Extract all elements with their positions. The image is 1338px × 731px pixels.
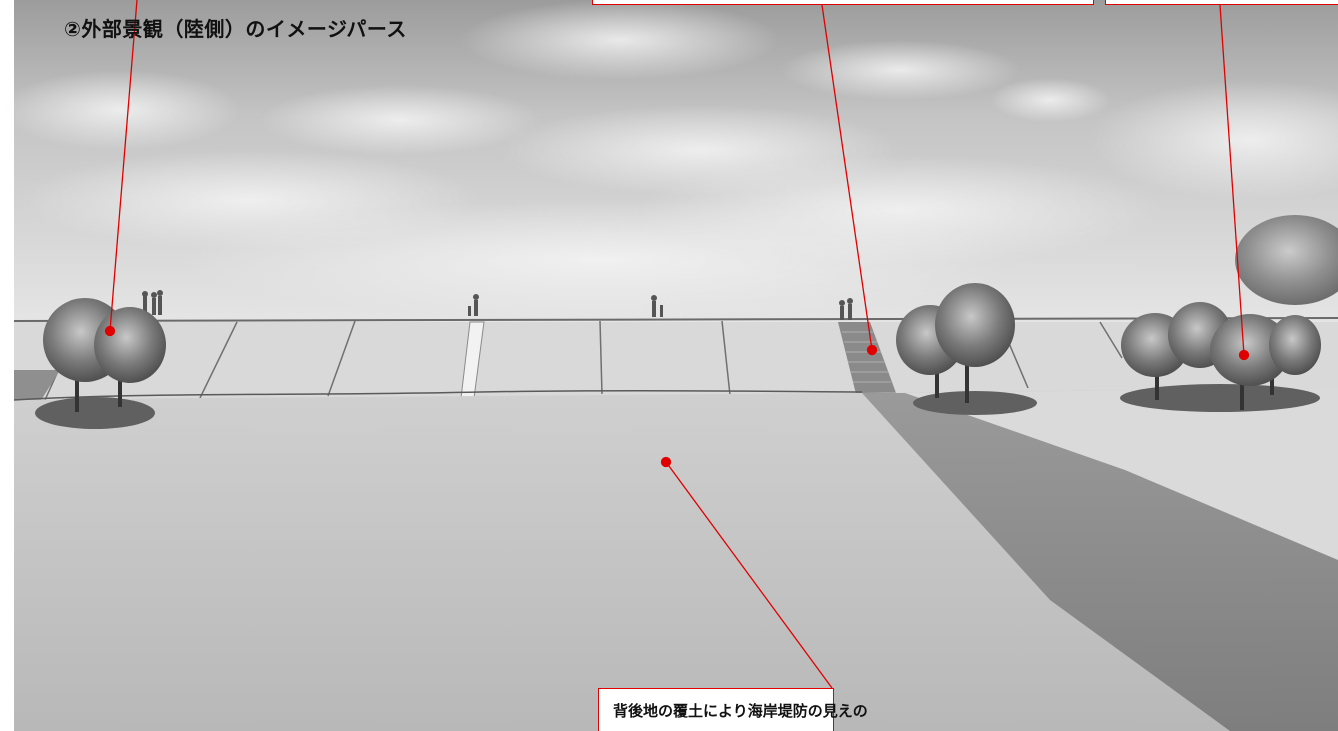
leader-dot-grass <box>660 456 672 468</box>
stair-steps <box>842 331 891 383</box>
grass-edge <box>13 389 863 401</box>
seawall-stairs <box>838 322 896 394</box>
clouds <box>0 0 1338 320</box>
left-ramp <box>14 370 60 402</box>
callout-text-bottom: 背後地の覆土により海岸堤防の見えの <box>613 702 868 720</box>
leader-lines <box>104 0 1250 689</box>
seawall-crest <box>13 317 1338 322</box>
callout-box-top-right <box>1105 0 1338 5</box>
people-figures <box>142 290 853 320</box>
leader-dot-right-trees <box>1238 349 1250 361</box>
tree-group-right <box>1120 215 1338 412</box>
footpath <box>862 393 1338 731</box>
leader-dot-stairs <box>866 344 878 356</box>
leader-dot-left-tree <box>104 325 116 337</box>
callout-box-top-center <box>592 0 1094 5</box>
tree-center-right <box>896 283 1037 415</box>
tree-left <box>35 298 166 429</box>
page-title: ②外部景観（陸側）のイメージパース <box>64 17 407 41</box>
callout-box-bottom: 背後地の覆土により海岸堤防の見えの <box>598 688 868 731</box>
